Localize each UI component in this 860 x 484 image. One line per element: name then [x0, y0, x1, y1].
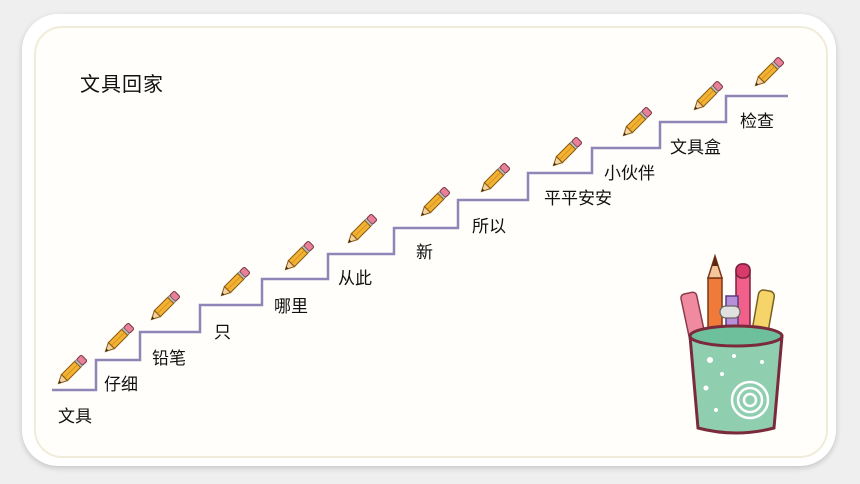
step-label: 仔细	[104, 375, 138, 395]
pencil-icon	[281, 240, 315, 274]
pencil-icon	[619, 106, 653, 140]
step-label: 文具	[58, 407, 92, 427]
pencil-icon	[690, 80, 724, 114]
page-title: 文具回家	[80, 72, 164, 96]
step-label: 只	[214, 323, 231, 343]
pencil-icon	[147, 290, 181, 324]
step-label: 从此	[338, 269, 372, 289]
step-label: 检查	[740, 112, 774, 132]
step-label: 平平安安	[544, 189, 612, 209]
staircase-line	[52, 94, 788, 392]
pencil-icon	[101, 322, 135, 356]
step-label: 铅笔	[152, 349, 186, 369]
pencil-cup-icon	[680, 253, 784, 435]
step-label: 哪里	[274, 297, 308, 317]
pencil-icon	[217, 266, 251, 300]
step-label: 新	[416, 243, 433, 263]
pencil-icon	[751, 56, 785, 90]
step-label: 文具盒	[670, 138, 721, 158]
pencil-icon	[477, 162, 511, 196]
pencil-icon	[54, 354, 88, 388]
step-label: 小伙伴	[604, 164, 655, 184]
step-label: 所以	[472, 217, 506, 237]
pencil-icon	[417, 186, 451, 220]
pencil-icon	[549, 136, 583, 170]
pencil-icon	[344, 213, 378, 247]
